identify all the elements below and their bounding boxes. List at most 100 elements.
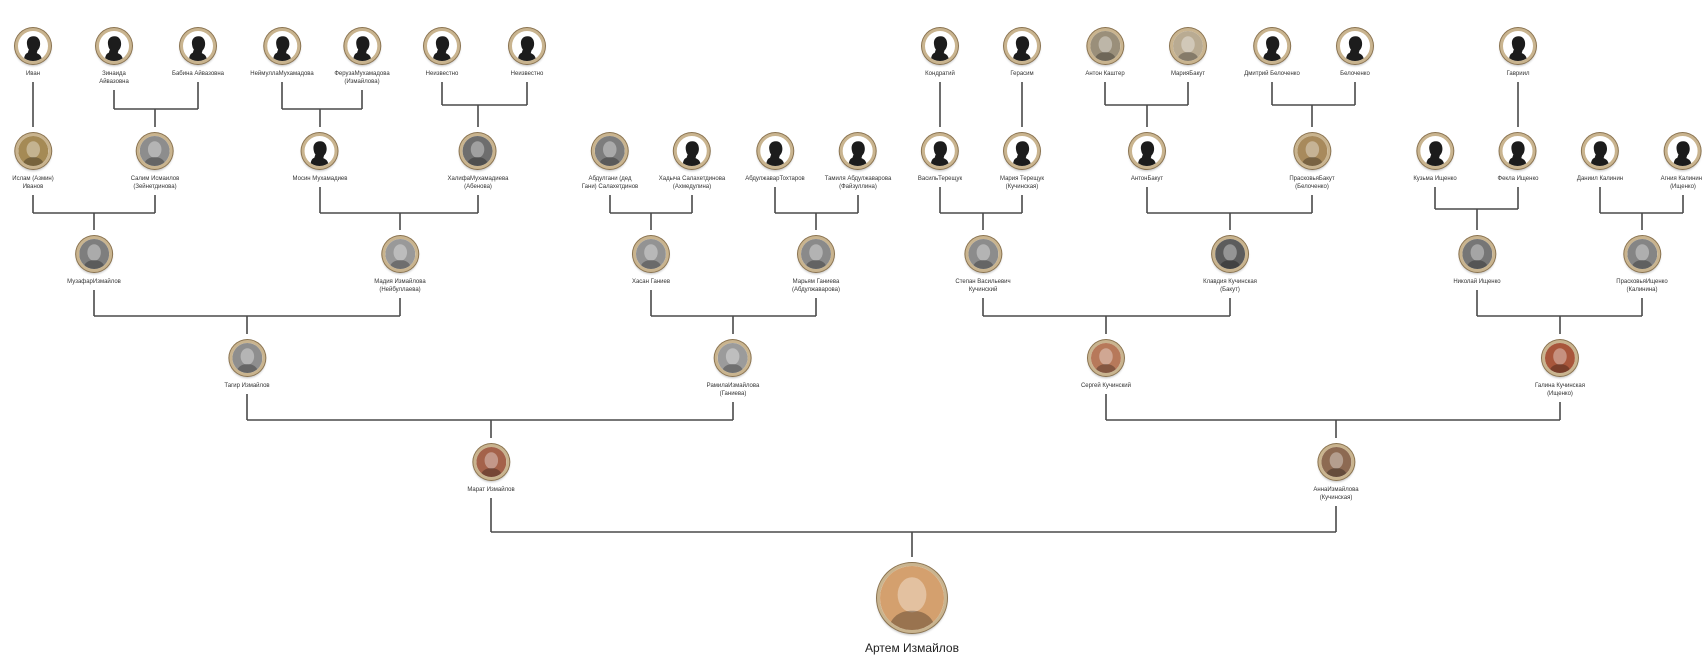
person-card[interactable]: Кузьма Ищенко bbox=[1413, 133, 1457, 183]
person-card[interactable]: ХалифаМухамадиева(Абенова) bbox=[448, 133, 508, 191]
person-name-line: Ислам (Азмин) bbox=[12, 176, 54, 182]
person-avatar[interactable] bbox=[876, 563, 947, 633]
person-card[interactable]: АнтонБакут bbox=[1129, 133, 1165, 183]
person-card[interactable]: ПрасковьяИщенко(Калинина) bbox=[1616, 236, 1668, 294]
person-avatar[interactable] bbox=[14, 133, 51, 169]
person-avatar[interactable] bbox=[674, 133, 710, 169]
person-card[interactable]: АбдулжаварТохтаров bbox=[745, 133, 805, 183]
person-avatar[interactable] bbox=[921, 133, 958, 169]
person-card[interactable]: Мадия Измайлова(Нейбуллаева) bbox=[374, 236, 426, 294]
person-card[interactable]: Мосин Мухамадиев bbox=[293, 133, 347, 183]
person-avatar[interactable] bbox=[136, 133, 173, 169]
person-card[interactable]: Даниил Калинин bbox=[1577, 133, 1623, 183]
person-avatar[interactable] bbox=[1170, 28, 1206, 64]
person-avatar[interactable] bbox=[343, 28, 380, 64]
person-card[interactable]: Сергей Кучинский bbox=[1081, 340, 1131, 390]
person-card[interactable]: Марат Измайлов bbox=[467, 444, 515, 494]
person-card[interactable]: Хасан Ганиев bbox=[632, 236, 670, 286]
person-avatar[interactable] bbox=[1459, 236, 1495, 272]
person-avatar[interactable] bbox=[1417, 133, 1453, 169]
person-card[interactable]: Антон Каштер bbox=[1085, 28, 1125, 78]
person-card[interactable]: Фекла Ищенко bbox=[1498, 133, 1538, 183]
person-avatar[interactable] bbox=[179, 28, 216, 64]
person-avatar[interactable] bbox=[301, 133, 338, 169]
person-avatar[interactable] bbox=[922, 28, 958, 64]
person-avatar[interactable] bbox=[1500, 133, 1536, 169]
person-name: НеймуллаМухамадова bbox=[250, 70, 314, 78]
person-avatar[interactable] bbox=[263, 28, 300, 64]
person-avatar[interactable] bbox=[15, 28, 51, 64]
person-card[interactable]: Дмитрий Белоченко bbox=[1244, 28, 1300, 78]
person-avatar[interactable] bbox=[1211, 236, 1248, 272]
person-avatar[interactable] bbox=[229, 340, 265, 376]
person-avatar[interactable] bbox=[1293, 133, 1330, 169]
person-avatar[interactable] bbox=[1087, 340, 1124, 376]
person-card[interactable]: Ислам (Азмин)Иванов bbox=[12, 133, 54, 191]
person-name-line: Сергей Кучинский bbox=[1080, 383, 1132, 389]
person-avatar[interactable] bbox=[1254, 28, 1290, 64]
person-card[interactable]: Кондратий bbox=[922, 28, 958, 78]
person-card[interactable]: Иван bbox=[15, 28, 51, 78]
person-card[interactable]: РамилаИзмайлова(Ганиева) bbox=[706, 340, 760, 398]
person-avatar[interactable] bbox=[1582, 133, 1618, 169]
person-card[interactable]: Агния Калинина(Ищенко) bbox=[1661, 133, 1702, 191]
silhouette-icon bbox=[433, 36, 451, 61]
person-avatar[interactable] bbox=[473, 444, 509, 480]
person-avatar[interactable] bbox=[632, 236, 669, 272]
person-card[interactable]: Тагир Измайлов bbox=[224, 340, 270, 390]
person-card[interactable]: Хадыча Салахетдинова(Ахмедулина) bbox=[659, 133, 725, 191]
person-card[interactable]: Марьям Ганиева(Абдулжаварова) bbox=[792, 236, 840, 294]
person-avatar[interactable] bbox=[96, 28, 132, 64]
person-avatar[interactable] bbox=[509, 28, 545, 64]
person-name-line: Антон Каштер bbox=[1085, 71, 1125, 77]
person-avatar[interactable] bbox=[1623, 236, 1660, 272]
person-avatar[interactable] bbox=[592, 133, 628, 169]
person-card[interactable]: МузафарИзмайлов bbox=[67, 236, 121, 286]
person-card[interactable]: Герасим bbox=[1004, 28, 1040, 78]
person-card[interactable]: Николай Ищенко bbox=[1453, 236, 1501, 286]
person-avatar[interactable] bbox=[965, 236, 1001, 272]
person-card[interactable]: Тамиля Абдулжаварова(Файзуллина) bbox=[825, 133, 891, 191]
person-avatar[interactable] bbox=[1003, 133, 1040, 169]
person-card[interactable]: Галина Кучинская(Ищенко) bbox=[1535, 340, 1585, 398]
person-card[interactable]: Белоченко bbox=[1337, 28, 1373, 78]
person-avatar[interactable] bbox=[459, 133, 496, 169]
person-name-line: РамилаИзмайлова bbox=[706, 383, 760, 389]
person-avatar[interactable] bbox=[424, 28, 460, 64]
person-name: МузафарИзмайлов bbox=[67, 278, 121, 286]
person-card[interactable]: АннаИзмайлова(Кучинская) bbox=[1313, 444, 1359, 502]
person-card[interactable]: Гавриил bbox=[1500, 28, 1536, 78]
person-card[interactable]: Салим Исмаилов(Зейнетдинова) bbox=[131, 133, 179, 191]
person-avatar[interactable] bbox=[839, 133, 876, 169]
person-card[interactable]: МарияБакут bbox=[1170, 28, 1206, 78]
person-card[interactable]: Клавдия Кучинская(Бакут) bbox=[1203, 236, 1257, 294]
person-avatar[interactable] bbox=[797, 236, 834, 272]
person-card[interactable]: Мария Терещук(Кучинская) bbox=[1000, 133, 1044, 191]
person-avatar[interactable] bbox=[714, 340, 751, 376]
person-card[interactable]: Неизвестно bbox=[509, 28, 545, 78]
person-avatar[interactable] bbox=[1500, 28, 1536, 64]
person-avatar[interactable] bbox=[1665, 133, 1701, 169]
photo-icon bbox=[232, 343, 262, 373]
person-avatar[interactable] bbox=[75, 236, 112, 272]
person-avatar[interactable] bbox=[1542, 340, 1578, 376]
person-card[interactable]: ФерузаМухамадова(Измайлова) bbox=[334, 28, 390, 86]
person-avatar[interactable] bbox=[1318, 444, 1354, 480]
person-avatar[interactable] bbox=[1086, 28, 1123, 64]
person-card[interactable]: НеймуллаМухамадова bbox=[250, 28, 314, 78]
person-avatar[interactable] bbox=[1004, 28, 1040, 64]
person-card[interactable]: ВасильТерещук bbox=[918, 133, 962, 183]
person-avatar[interactable] bbox=[381, 236, 418, 272]
person-name: МарияБакут bbox=[1170, 70, 1206, 78]
person-avatar[interactable] bbox=[1337, 28, 1373, 64]
person-card[interactable]: ПрасковьяБакут(Белоченко) bbox=[1289, 133, 1335, 191]
root-person-card[interactable]: Артем Измайлов bbox=[865, 563, 959, 655]
person-avatar[interactable] bbox=[757, 133, 793, 169]
person-card[interactable]: Неизвестно bbox=[424, 28, 460, 78]
person-name: Кондратий bbox=[922, 70, 958, 78]
person-card[interactable]: Бабина Айвазовна bbox=[172, 28, 224, 78]
person-avatar[interactable] bbox=[1129, 133, 1165, 169]
